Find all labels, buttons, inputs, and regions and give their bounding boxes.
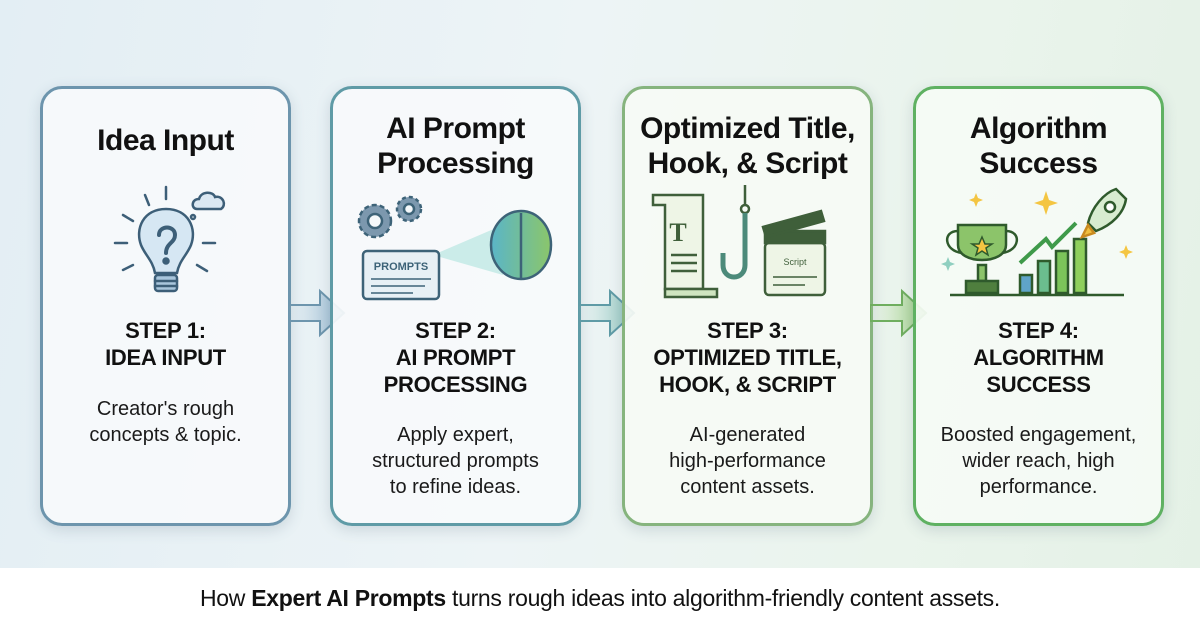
step-label: STEP 4: ALGORITHM SUCCESS	[973, 318, 1104, 397]
trophy-chart-rocket-icon	[941, 187, 1133, 297]
step-description: Apply expert, structured prompts to refi…	[372, 424, 539, 498]
caption: How Expert AI Prompts turns rough ideas …	[0, 568, 1200, 628]
scroll-hook-clapper-icon: T Script	[651, 185, 827, 299]
step-card-1: Idea Input STEP 1: IDEA INPUT Creator's …	[40, 86, 291, 526]
step-description: Creator's rough concepts & topic.	[89, 398, 242, 446]
svg-text:T: T	[669, 218, 686, 247]
step-description: Boosted engagement, wider reach, high pe…	[940, 424, 1137, 498]
gears-prompts-brain-icon: PROMPTS	[357, 195, 553, 301]
card-title: Idea Input	[97, 124, 234, 157]
card-title: Optimized Title,Hook, & Script	[640, 112, 855, 180]
step-label: STEP 3: OPTIMIZED TITLE, HOOK, & SCRIPT	[653, 318, 842, 397]
svg-text:PROMPTS: PROMPTS	[374, 261, 428, 273]
lightbulb-question-icon	[113, 185, 226, 293]
step-label: STEP 1: IDEA INPUT	[105, 318, 226, 370]
step-card-3: Optimized Title,Hook, & Script T Script …	[622, 86, 873, 526]
step-label: STEP 2: AI PROMPT PROCESSING	[383, 318, 528, 397]
step-description: AI-generated high-performance content as…	[669, 424, 826, 498]
svg-text:Script: Script	[783, 257, 807, 267]
